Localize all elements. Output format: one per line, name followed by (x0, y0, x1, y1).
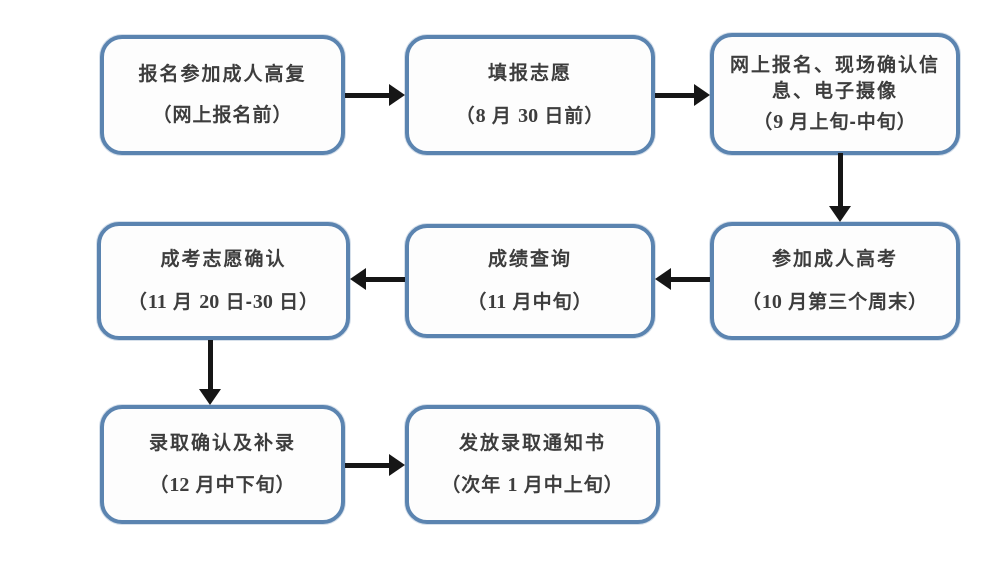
node-title: 成绩查询 (487, 249, 572, 271)
arrow-shaft (363, 276, 405, 282)
node-subtitle: （11 月 20 日-30 日） (127, 290, 320, 313)
node-title: 网上报名、现场确认信 息、电子摄像 (729, 54, 940, 102)
arrow-shaft (655, 92, 697, 98)
arrow-right-icon (694, 84, 710, 106)
flow-node-fill-preferences: 填报志愿 （8 月 30 日前） (405, 35, 655, 155)
arrow-left-icon (350, 268, 366, 290)
flow-node-preference-confirm: 成考志愿确认 （11 月 20 日-30 日） (97, 222, 350, 340)
node-title: 填报志愿 (487, 63, 572, 85)
node-subtitle: （次年 1 月中上旬） (441, 474, 624, 497)
arrow-shaft (345, 92, 392, 98)
arrow-shaft (668, 276, 710, 282)
node-subtitle: （9 月上旬-中旬） (753, 111, 917, 134)
node-title: 报名参加成人高复 (138, 64, 307, 86)
arrow-n2-to-n3 (655, 84, 710, 106)
arrow-right-icon (389, 84, 405, 106)
arrow-n7-to-n8 (345, 454, 405, 476)
flow-node-online-registration: 网上报名、现场确认信 息、电子摄像 （9 月上旬-中旬） (710, 33, 960, 155)
node-subtitle: （网上报名前） (152, 104, 293, 126)
arrow-right-icon (389, 454, 405, 476)
arrow-left-icon (655, 268, 671, 290)
node-title: 参加成人高考 (771, 249, 898, 271)
arrow-down-icon (199, 389, 221, 405)
arrow-n6-to-n7 (199, 340, 221, 405)
node-subtitle: （10 月第三个周末） (741, 290, 929, 313)
arrow-shaft (837, 153, 843, 209)
node-subtitle: （11 月中旬） (467, 290, 593, 313)
node-subtitle: （8 月 30 日前） (455, 104, 605, 127)
arrow-n1-to-n2 (345, 84, 405, 106)
flow-node-take-exam: 参加成人高考 （10 月第三个周末） (710, 222, 960, 340)
arrow-n5-to-n6 (350, 268, 405, 290)
flow-node-register-review: 报名参加成人高复 （网上报名前） (100, 35, 345, 155)
node-subtitle: （12 月中下旬） (149, 474, 296, 497)
arrow-shaft (345, 462, 392, 468)
arrow-down-icon (829, 206, 851, 222)
flow-node-notice-issue: 发放录取通知书 （次年 1 月中上旬） (405, 405, 660, 524)
node-title: 录取确认及补录 (148, 432, 296, 454)
node-title: 成考志愿确认 (160, 249, 287, 271)
arrow-n3-to-n4 (829, 153, 851, 222)
arrow-n4-to-n5 (655, 268, 710, 290)
node-title: 发放录取通知书 (458, 432, 606, 454)
arrow-shaft (207, 340, 213, 392)
flow-node-score-inquiry: 成绩查询 （11 月中旬） (405, 224, 655, 338)
flow-node-admission-confirm: 录取确认及补录 （12 月中下旬） (100, 405, 345, 524)
